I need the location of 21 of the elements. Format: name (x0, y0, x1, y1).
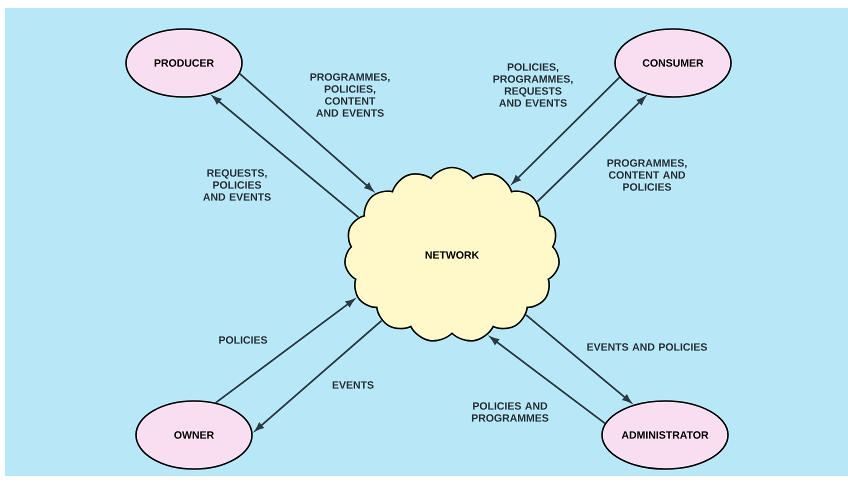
arrow (525, 314, 632, 403)
edge-label: POLICIES, PROGRAMMES, REQUESTS AND EVENTS (493, 63, 573, 107)
arrow (215, 298, 355, 404)
edge-label: REQUESTS, POLICIES AND EVENTS (203, 169, 271, 201)
ellipse-node: CONSUMER (614, 28, 732, 98)
edge-label: EVENTS AND POLICIES (587, 343, 707, 351)
ellipse-node: ADMINISTRATOR (601, 400, 729, 470)
ellipse-node: PRODUCER (125, 28, 243, 98)
edge-label: POLICIES (219, 336, 268, 344)
edge-label: EVENTS (332, 381, 374, 389)
network-cloud: NETWORK (344, 166, 560, 342)
arrow (536, 96, 646, 202)
arrow (254, 320, 382, 432)
arrow (512, 76, 620, 184)
arrow (239, 73, 374, 192)
edge-label: PROGRAMMES, POLICIES, CONTENT AND EVENTS (310, 73, 390, 117)
arrow (212, 96, 360, 218)
ellipse-node: OWNER (135, 400, 253, 470)
edge-label: PROGRAMMES, CONTENT AND POLICIES (607, 159, 687, 191)
arrow (490, 336, 606, 424)
edge-label: POLICIES AND PROGRAMMES (472, 402, 548, 422)
